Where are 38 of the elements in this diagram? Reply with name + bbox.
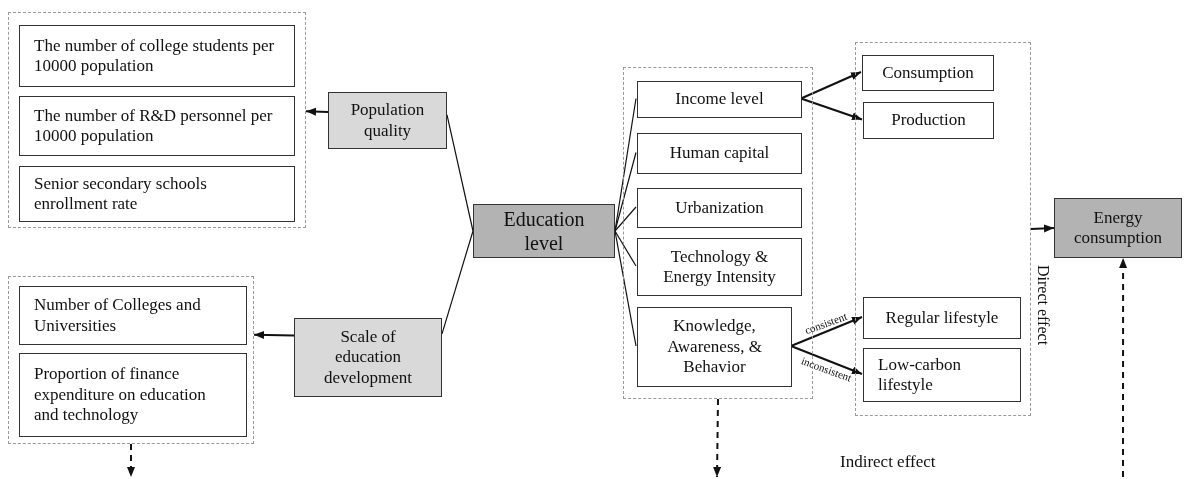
dashed-group-box: [8, 12, 306, 228]
connector-line: [614, 206, 637, 232]
arrow: [800, 97, 863, 121]
process-box: Proportion of finance expenditure on education and technology: [19, 353, 247, 437]
process-box: Urbanization: [637, 188, 802, 228]
note-text: Indirect effect: [840, 452, 936, 472]
process-box: Technology & Energy Intensity: [637, 238, 802, 296]
process-box: Income level: [637, 81, 802, 118]
process-box: Number of Colleges and Universities: [19, 286, 247, 345]
highlighted-box: Scale of education development: [294, 318, 442, 397]
process-box: The number of R&D personnel per 10000 population: [19, 96, 295, 156]
arrow: [253, 330, 295, 339]
process-box: Low-carbon lifestyle: [863, 348, 1021, 402]
process-box: Consumption: [862, 55, 994, 91]
arrow: [790, 345, 863, 375]
arrow: [1119, 257, 1128, 478]
process-box: Human capital: [637, 133, 802, 174]
arrow: [305, 107, 329, 116]
arrow: [790, 316, 863, 347]
arrow: [127, 443, 135, 478]
edge-label: Direct effect: [1035, 265, 1051, 346]
highlighted-box: Education level: [473, 204, 615, 258]
process-box: Production: [863, 102, 994, 139]
highlighted-box: Population quality: [328, 92, 447, 149]
arrow: [713, 398, 722, 478]
dashed-group-box: [855, 42, 1031, 416]
dashed-group-box: [8, 276, 254, 444]
highlighted-box: Energy consumption: [1054, 198, 1182, 258]
process-box: Knowledge, Awareness, & Behavior: [637, 307, 792, 387]
arrow: [1030, 224, 1055, 233]
process-box: Regular lifestyle: [863, 297, 1021, 339]
connector-line: [446, 114, 474, 232]
process-box: The number of college students per 10000 population: [19, 25, 295, 87]
arrow: [800, 71, 862, 100]
connector-line: [614, 151, 637, 232]
connector-line: [441, 230, 474, 335]
connector-line: [614, 230, 637, 267]
process-box: Senior secondary schools enrollment rate: [19, 166, 295, 222]
